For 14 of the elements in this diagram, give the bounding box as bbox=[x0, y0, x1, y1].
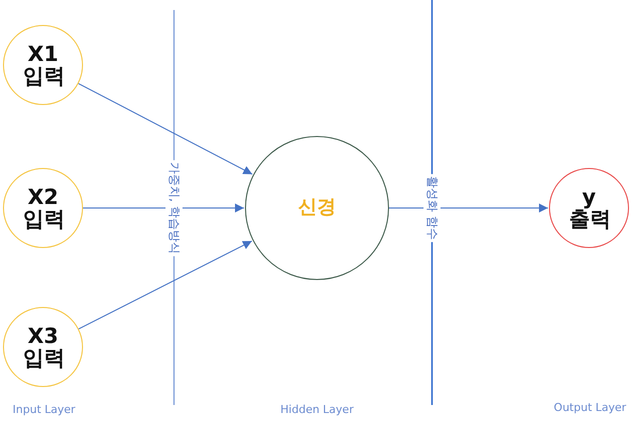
node-label: y 출력 bbox=[569, 186, 609, 230]
layer-label: Input Layer bbox=[12, 403, 76, 416]
layer-label: Output Layer bbox=[554, 401, 626, 414]
arrow bbox=[78, 83, 253, 175]
arrow bbox=[82, 204, 244, 212]
layer-label: Hidden Layer bbox=[280, 403, 354, 416]
node-label: 신경 bbox=[298, 198, 336, 218]
vertical-label: 가중치, 학습방식 bbox=[166, 160, 182, 256]
arrow bbox=[78, 240, 252, 330]
node-label: X1 입력 bbox=[23, 42, 63, 88]
arrow bbox=[388, 204, 548, 212]
node-label: X2 입력 bbox=[23, 186, 63, 230]
node-label: X3 입력 bbox=[23, 324, 63, 370]
vertical-label: 활성화 함수 bbox=[424, 174, 440, 242]
